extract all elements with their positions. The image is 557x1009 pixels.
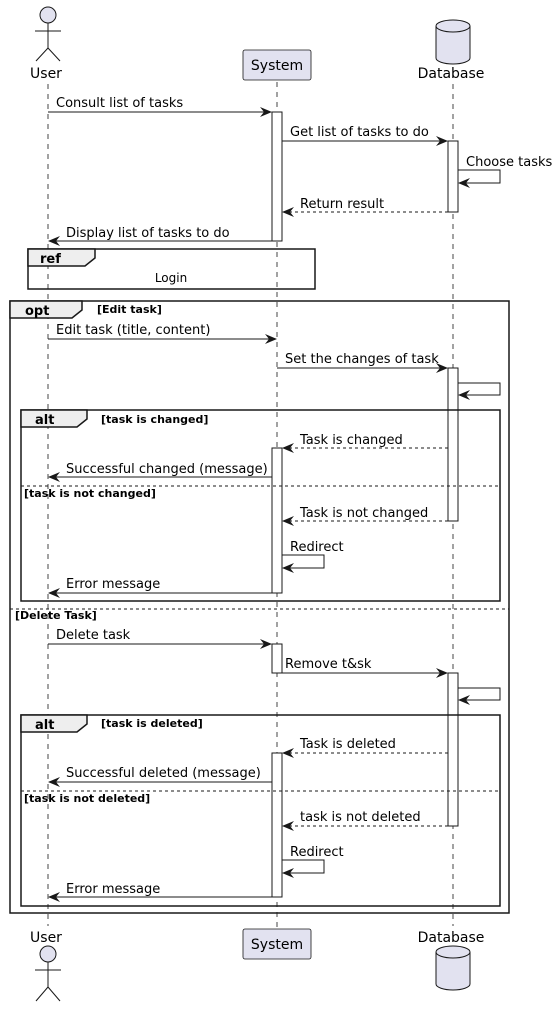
activation-system-2: [271, 447, 283, 594]
message-arrow-choose-tasks: [458, 169, 501, 188]
activation-system-4: [271, 752, 283, 898]
opt-keyword: opt: [25, 304, 49, 319]
alt2-keyword: alt: [35, 718, 54, 733]
activation-database-1: [447, 140, 459, 213]
activation-system-3: [271, 643, 283, 674]
ref-text: Login: [155, 271, 187, 285]
database-icon-top: [435, 19, 471, 65]
database-label-top: Database: [418, 66, 485, 82]
activation-database-2: [447, 367, 459, 522]
alt2-guard-not-deleted: [task is not deleted]: [24, 792, 150, 805]
participant-system-top: [242, 49, 312, 81]
participant-system-bottom: [242, 928, 312, 960]
user-label-bottom: User: [30, 930, 62, 946]
system-label-top: System: [251, 58, 303, 74]
alt-frame-2: [20, 714, 501, 907]
activation-database-3: [447, 672, 459, 827]
message-successful-deleted: Successful deleted (message): [66, 766, 261, 781]
opt-frame: [9, 300, 510, 914]
message-consult-list: Consult list of tasks: [56, 96, 183, 111]
message-error-1: Error message: [66, 577, 160, 592]
actor-user-top: [35, 6, 61, 62]
system-label-bottom: System: [251, 937, 303, 953]
message-task-changed: Task is changed: [299, 433, 403, 448]
message-task-not-changed: Task is not changed: [299, 506, 428, 521]
alt1-guard-changed: [task is changed]: [101, 413, 208, 426]
message-edit-task: Edit task (title, content): [56, 323, 210, 338]
opt-guard-delete: [Delete Task]: [15, 609, 97, 622]
alt-frame-1: [20, 409, 501, 602]
message-error-2: Error message: [66, 882, 160, 897]
message-task-not-deleted: task is not deleted: [300, 810, 421, 825]
message-arrow-self-db-1: [458, 382, 501, 400]
message-delete-task: Delete task: [56, 628, 131, 643]
ref-frame: [27, 248, 316, 290]
message-redirect-1: Redirect: [290, 540, 344, 555]
alt1-keyword: alt: [35, 413, 54, 428]
message-get-list: Get list of tasks to do: [290, 125, 429, 140]
database-icon-bottom: [435, 945, 471, 991]
message-redirect-2: Redirect: [290, 845, 344, 860]
message-task-deleted: Task is deleted: [299, 737, 396, 752]
ref-keyword: ref: [40, 252, 61, 267]
message-set-changes: Set the changes of task: [285, 352, 439, 367]
user-label-top: User: [30, 66, 62, 82]
database-label-bottom: Database: [418, 930, 485, 946]
alt2-guard-deleted: [task is deleted]: [101, 717, 203, 730]
message-choose-tasks: Choose tasks: [466, 155, 552, 170]
message-return-result: Return result: [300, 197, 384, 212]
message-display-list: Display list of tasks to do: [66, 226, 230, 241]
alt1-guard-not-changed: [task is not changed]: [24, 487, 156, 500]
message-arrow-redirect-2: [282, 859, 325, 878]
activation-system-1: [271, 111, 283, 242]
message-remove-task: Remove t&sk: [285, 657, 372, 672]
opt-guard-edit: [Edit task]: [97, 303, 162, 316]
message-successful-changed: Successful changed (message): [66, 462, 268, 477]
message-arrow-self-db-2: [458, 687, 501, 705]
actor-user-bottom: [35, 945, 61, 1002]
message-arrow-redirect-1: [282, 554, 325, 573]
